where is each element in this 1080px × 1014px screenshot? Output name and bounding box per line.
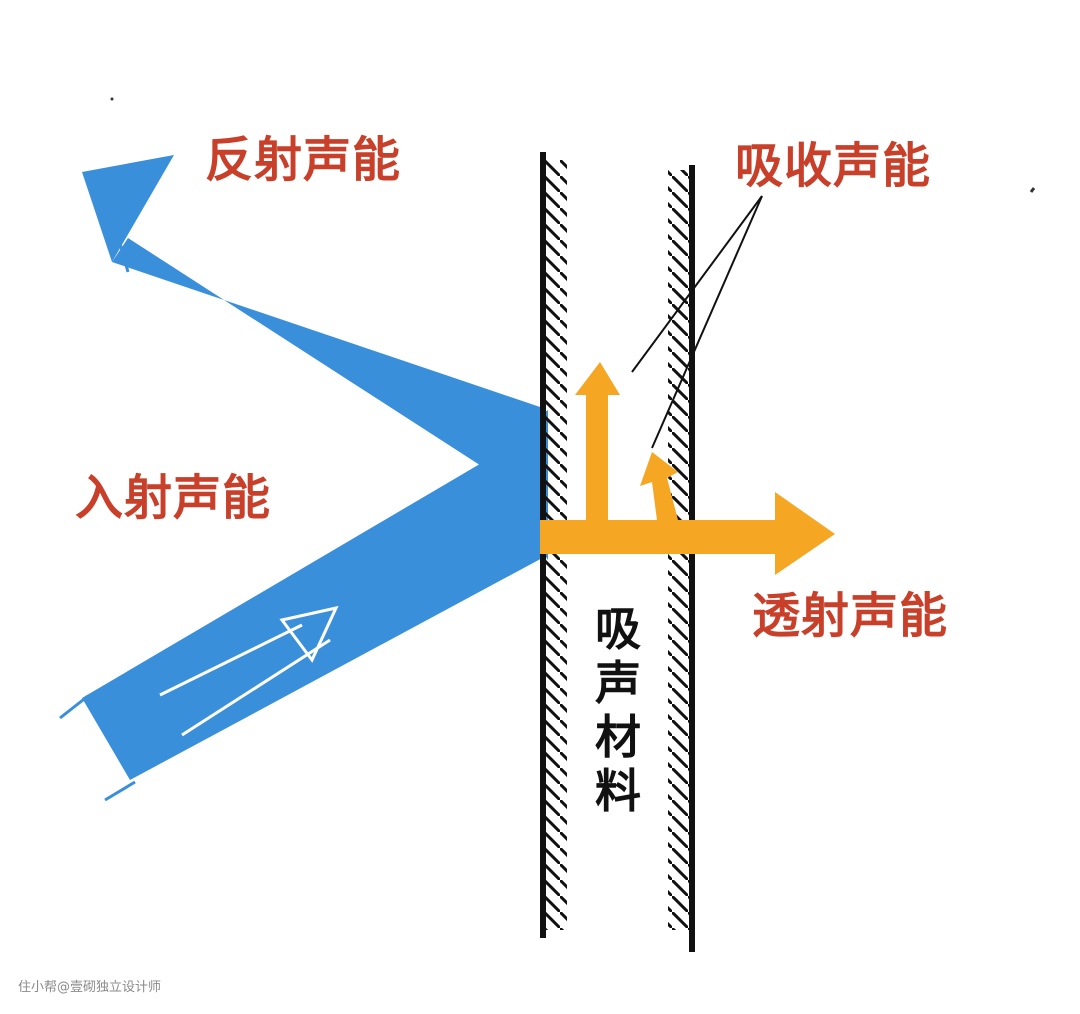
reflected-energy-label: 反射声能 — [205, 132, 402, 188]
stray-mark — [1029, 187, 1036, 193]
reflected-energy-arrow — [82, 155, 543, 500]
incident-energy-arrow — [59, 410, 548, 802]
incident-energy-label: 入射声能 — [75, 470, 272, 526]
watermark: 住小帮@壹砌独立设计师 — [18, 980, 162, 995]
incident-direction-icon — [159, 605, 339, 737]
transmitted-energy-label: 透射声能 — [752, 588, 949, 644]
absorbed-energy-arrow — [575, 362, 678, 528]
absorbing-material-label: 吸声材料 — [595, 602, 641, 818]
stray-dot — [110, 97, 114, 101]
absorbed-leader-lines — [631, 195, 763, 449]
absorbed-energy-label: 吸收声能 — [735, 138, 932, 194]
transmitted-energy-arrow — [540, 492, 835, 575]
